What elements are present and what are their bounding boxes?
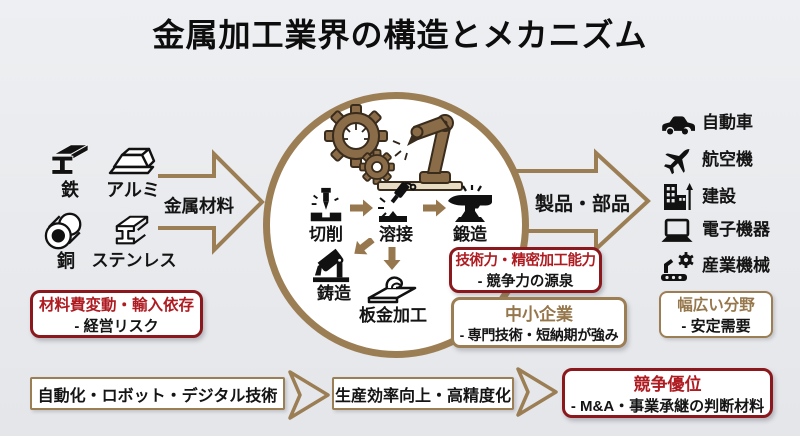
material-label-aluminum: アルミ (106, 180, 160, 200)
output-arrow-icon (452, 148, 651, 254)
strength-box-line1: 技術力・精密加工能力 (455, 253, 597, 269)
process-label-casting: 鋳造 (317, 284, 351, 303)
forging-icon (448, 185, 492, 222)
sme-box-line2: - 専門技術・短納期が強み (459, 327, 619, 343)
industry-label-automobile: 自動車 (702, 113, 753, 132)
sme-box: 中小企業 - 専門技術・短納期が強み (451, 297, 627, 348)
sme-box-line1: 中小企業 (505, 305, 573, 324)
process-label-welding: 溶接 (379, 225, 413, 244)
laptop-icon (661, 218, 693, 242)
page-title: 金属加工業界の構造とメカニズム (152, 17, 648, 53)
demand-box-line1: 幅広い分野 (677, 297, 755, 314)
flow-arrow-right-icon (423, 199, 446, 217)
bottom-step2-box: 生産効率向上・高精度化 (332, 377, 514, 410)
material-label-stainless: ステンレス (91, 251, 177, 270)
demand-box-line2: - 安定需要 (681, 318, 751, 335)
bottom-chevron-icon (288, 370, 330, 420)
industry-label-industrial-machinery: 産業機械 (702, 256, 770, 275)
bottom-step1-box: 自動化・ロボット・デジタル技術 (30, 377, 285, 410)
flow-arrow-down-icon (383, 247, 401, 270)
input-arrow-label: 金属材料 (164, 196, 234, 216)
result-box-line2: - M&A・事業承継の判断材料 (570, 398, 765, 415)
result-box-line1: 競争優位 (633, 375, 702, 394)
bottom-chevron-icon (516, 367, 558, 417)
process-label-sheet-metal: 板金加工 (359, 306, 427, 325)
output-arrow-label: 製品・部品 (535, 194, 631, 215)
demand-box: 幅広い分野 - 安定需要 (659, 291, 773, 338)
copper-pipe-icon (44, 212, 82, 250)
industry-label-construction: 建設 (702, 187, 736, 206)
industry-label-electronics: 電子機器 (702, 220, 770, 239)
risk-box-line1: 材料費変動・輸入依存 (38, 296, 194, 314)
gears-robot-illustration (324, 104, 463, 191)
car-icon (662, 116, 695, 135)
input-arrow-icon (158, 149, 265, 255)
machinery-icon (661, 252, 694, 281)
aluminum-ingot-icon (108, 147, 156, 175)
material-label-copper: 銅 (57, 251, 75, 271)
cutting-icon (310, 187, 342, 222)
sheet-metal-icon (367, 276, 417, 304)
process-label-forging: 鍛造 (453, 225, 487, 244)
risk-box-line2: - 経営リスク (74, 317, 159, 335)
material-label-iron: 鉄 (61, 180, 79, 200)
casting-icon (313, 248, 350, 283)
process-label-cutting: 切削 (309, 225, 343, 244)
material-risk-box: 材料費変動・輸入依存 - 経営リスク (30, 290, 203, 338)
strength-box: 技術力・精密加工能力 - 競争力の源泉 (449, 247, 602, 293)
steel-ibeam-icon (51, 143, 90, 175)
welding-icon (378, 182, 417, 222)
strength-box-line2: - 競争力の源泉 (477, 274, 574, 290)
bottom-step1-label: 自動化・ロボット・デジタル技術 (37, 387, 278, 405)
industry-label-aircraft: 航空機 (702, 150, 753, 169)
flow-arrow-downleft-icon (354, 238, 375, 255)
stainless-beam-icon (115, 215, 149, 245)
building-icon (664, 183, 693, 210)
airplane-icon (664, 149, 691, 175)
result-box: 競争優位 - M&A・事業承継の判断材料 (562, 368, 773, 418)
bottom-step2-label: 生産効率向上・高精度化 (334, 387, 511, 405)
flow-arrow-right-icon (350, 199, 373, 217)
